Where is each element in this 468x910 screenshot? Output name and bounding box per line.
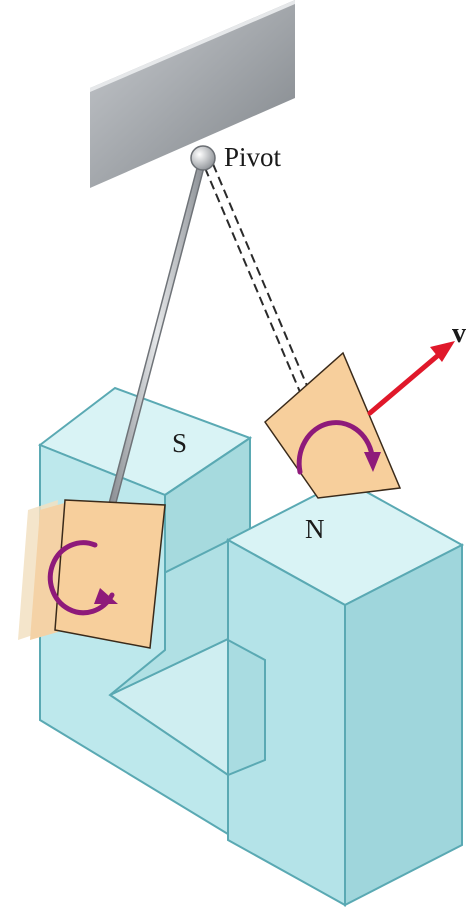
pivot-ball xyxy=(190,145,216,171)
dashed-rod-previous-position xyxy=(204,163,309,393)
south-pole-label: S xyxy=(172,428,187,458)
horseshoe-magnet xyxy=(37,386,465,907)
eddy-current-left-icon xyxy=(47,540,118,616)
velocity-label: v xyxy=(452,318,466,349)
eddy-current-right-icon xyxy=(296,420,381,475)
pivot-label: Pivot xyxy=(224,142,282,172)
metal-plate-left xyxy=(18,499,166,649)
north-pole-label: N xyxy=(305,514,325,544)
pendulum-rod xyxy=(108,158,206,509)
ceiling-support xyxy=(90,0,295,188)
metal-plate-right xyxy=(264,351,402,499)
velocity-arrow-icon xyxy=(367,341,455,416)
